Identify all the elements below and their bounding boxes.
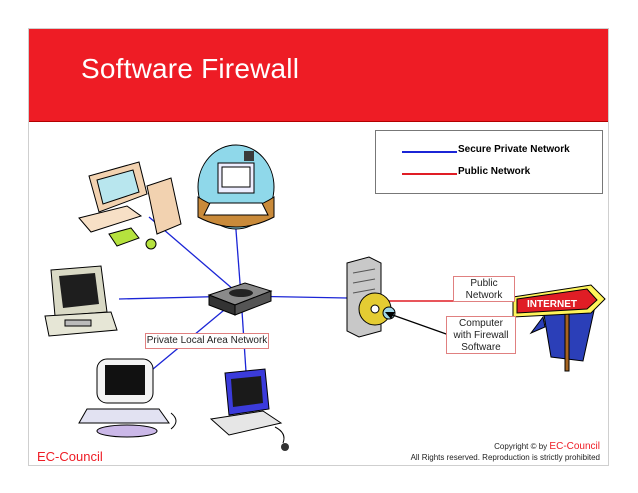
callout-arrow	[386, 312, 450, 336]
legend-line-secure	[402, 151, 457, 153]
legend-line-public	[402, 173, 457, 175]
copyright-rights: All Rights reserved. Reproduction is str…	[410, 453, 600, 462]
slide: Software Firewall	[28, 28, 609, 466]
firewall-text-line-2: with Firewall	[453, 330, 509, 341]
network-hub-icon	[207, 282, 273, 316]
laptop-computer-icon	[209, 368, 289, 451]
private-lan-label: Private Local Area Network	[145, 333, 269, 349]
legend-item-secure: Secure Private Network	[376, 143, 602, 161]
link-workstation	[234, 216, 242, 297]
legend: Secure Private Network Public Network	[375, 130, 603, 194]
firewall-callout-label: Computer with Firewall Software	[446, 316, 516, 354]
footer-copyright: Copyright © by EC-Council All Rights res…	[411, 441, 600, 463]
network-diagram: INTERNET	[44, 144, 606, 451]
firewall-text-line-1: Computer	[459, 318, 503, 329]
terminal-computer-icon	[44, 265, 118, 337]
internet-sign-text: INTERNET	[527, 299, 577, 310]
footer-brand: EC-Council	[37, 449, 103, 464]
legend-label-secure: Secure Private Network	[458, 144, 570, 155]
callout-arrowhead	[385, 312, 395, 319]
legend-item-public: Public Network	[376, 165, 602, 183]
firewall-text-line-3: Software	[461, 342, 501, 353]
desktop-computer-icon	[78, 161, 182, 250]
page-title: Software Firewall	[81, 53, 300, 84]
title-divider	[29, 121, 608, 122]
copyright-brand: EC-Council	[549, 441, 600, 452]
public-network-label: Public Network	[453, 276, 515, 302]
public-network-text-line-2: Network	[465, 290, 503, 301]
legend-label-public: Public Network	[458, 166, 531, 177]
title-bar: Software Firewall	[29, 29, 608, 121]
copyright-prefix: Copyright © by	[494, 442, 548, 451]
firewall-server-icon	[346, 256, 396, 338]
internet-sign-icon: INTERNET	[512, 284, 606, 372]
workstation-icon	[197, 144, 275, 230]
private-lan-text: Private Local Area Network	[146, 335, 268, 346]
public-network-text-line-1: Public	[470, 278, 498, 289]
all-in-one-computer-icon	[78, 358, 177, 438]
